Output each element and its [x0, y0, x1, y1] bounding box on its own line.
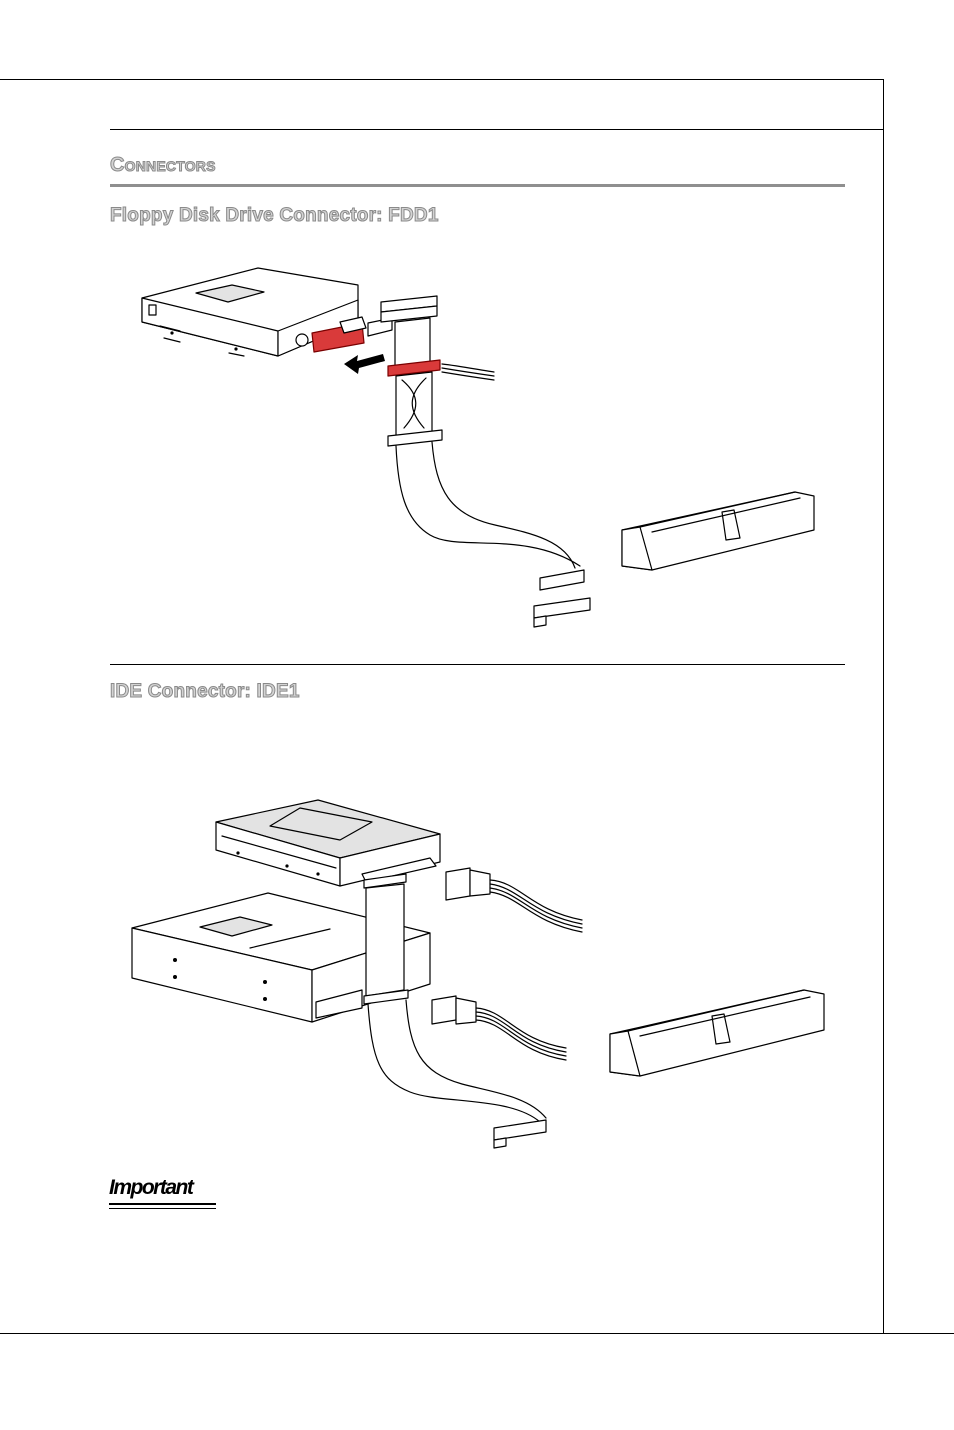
important-label: Important [109, 1176, 192, 1200]
power-cable-top-icon [446, 868, 582, 932]
ide1-header-icon [610, 990, 824, 1076]
important-underline-thin [109, 1208, 216, 1209]
hard-disk-icon [216, 800, 440, 886]
important-underline-thick [109, 1203, 216, 1205]
power-cable-bottom-icon [432, 996, 566, 1060]
